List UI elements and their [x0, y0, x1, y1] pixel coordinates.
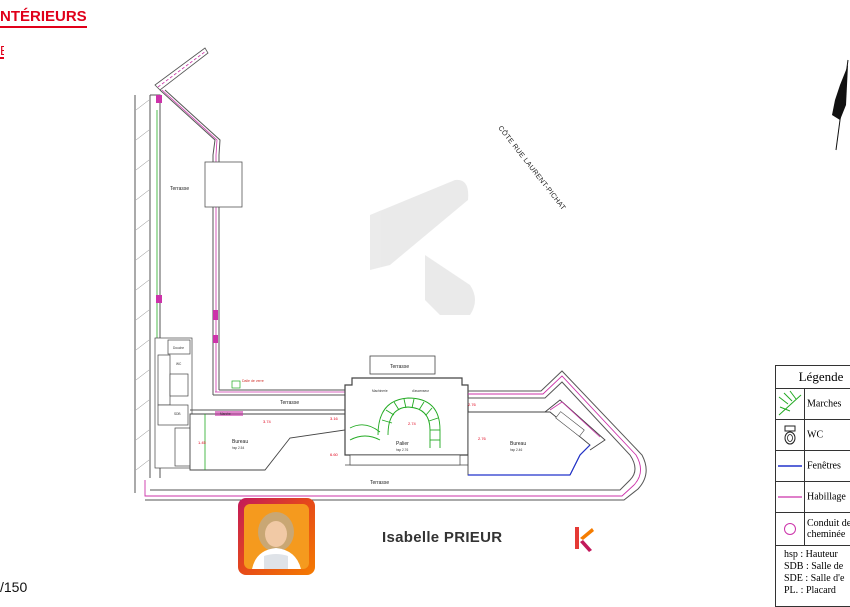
legend-note-hsp: hsp : Hauteur: [784, 549, 838, 560]
dimension-h6: 6.60: [330, 452, 339, 457]
dimension-h7: 1.45: [198, 440, 207, 445]
scale-text: /150: [0, 579, 28, 595]
stairs-icon: [778, 390, 802, 416]
room-label-terrasse-top: Terrasse: [390, 364, 409, 370]
central-core: [344, 355, 469, 466]
wet-rooms: [154, 337, 193, 469]
legend-panel: Légende Marches WC Fenêtres: [775, 365, 850, 607]
toilet-icon: [784, 425, 796, 445]
legend-row-fenetres: Fenêtres: [776, 451, 850, 482]
room-label-machinerie: Machinerie: [372, 389, 388, 393]
legend-label-marches: Marches: [807, 398, 842, 410]
agent-photo: [238, 498, 315, 575]
watermark-logo: [370, 179, 475, 315]
room-hsp-bureau-right: hsp 2.46: [510, 448, 522, 452]
room-label-bureau-right: Bureau: [510, 441, 526, 447]
dimension-h3: 2.76: [478, 436, 487, 441]
annotation-box: [231, 380, 241, 389]
room-label-terrasse-bottom: Terrasse: [370, 480, 389, 486]
legend-label-wc: WC: [807, 429, 824, 441]
legend-label-habillage: Habillage: [807, 491, 846, 503]
legend-label-fenetres: Fenêtres: [807, 460, 841, 472]
room-label-terrasse-main: Terrasse: [170, 186, 189, 192]
annotation-dalle: Dalle de verre: [242, 379, 264, 383]
room-label-ascenseur: d'ascenseur: [412, 389, 430, 393]
agent-portrait-icon: [252, 512, 301, 569]
chimney-circle-icon: [784, 523, 796, 535]
room-hsp-palier: hsp 2.76: [396, 448, 408, 452]
legend-note-pl: PL. : Placard: [784, 585, 836, 596]
dimension-h1: 3.74: [263, 419, 272, 424]
wall-hatching: [135, 99, 150, 471]
room-hsp-bureau-left: hsp 2.54: [232, 446, 244, 450]
agent-name: Isabelle PRIEUR: [382, 529, 503, 546]
legend-row-wc: WC: [776, 420, 850, 451]
legend-note-sdb: SDB : Salle de: [784, 561, 844, 572]
dimension-h4: 2.76: [468, 402, 477, 407]
legend-notes: hsp : Hauteur SDB : Salle de SDE : Salle…: [776, 546, 850, 597]
brand-logo-icon: [575, 527, 594, 552]
window-line-icon: [778, 465, 802, 467]
room-label-douche: Douche: [173, 346, 184, 350]
spiral-staircase: [349, 397, 441, 448]
office-right: [467, 399, 606, 476]
room-label-terrasse-corridor: Terrasse: [280, 400, 299, 406]
room-label-bureau-left: Bureau: [232, 439, 248, 445]
legend-title: Légende: [776, 366, 850, 389]
habillage-line-icon: [778, 496, 802, 498]
street-label: CÔTE RUE LAURENT-PICHAT: [496, 124, 568, 212]
page-title: NTÉRIEURS: [0, 8, 87, 28]
legend-row-marches: Marches: [776, 389, 850, 420]
room-label-sdb: SDB: [174, 412, 181, 416]
terrace-railing-top: [154, 47, 221, 395]
outer-terrace: [144, 370, 647, 501]
room-label-wc: WC: [176, 362, 182, 366]
dimension-h5: 3.16: [330, 416, 339, 421]
north-arrow-icon: [832, 59, 849, 151]
wall-markers: [156, 95, 218, 343]
legend-row-conduit: Conduit de cheminée: [776, 513, 850, 546]
page-subtitle: E: [0, 45, 4, 59]
room-label-marche: Marche: [220, 412, 231, 416]
legend-row-habillage: Habillage: [776, 482, 850, 513]
balcony-box: [204, 161, 243, 208]
legend-label-conduit: Conduit de cheminée: [807, 518, 850, 540]
legend-note-sde: SDE : Salle d'e: [784, 573, 845, 584]
dimension-h2: 2.74: [408, 421, 417, 426]
room-label-palier: Palier: [396, 441, 409, 447]
